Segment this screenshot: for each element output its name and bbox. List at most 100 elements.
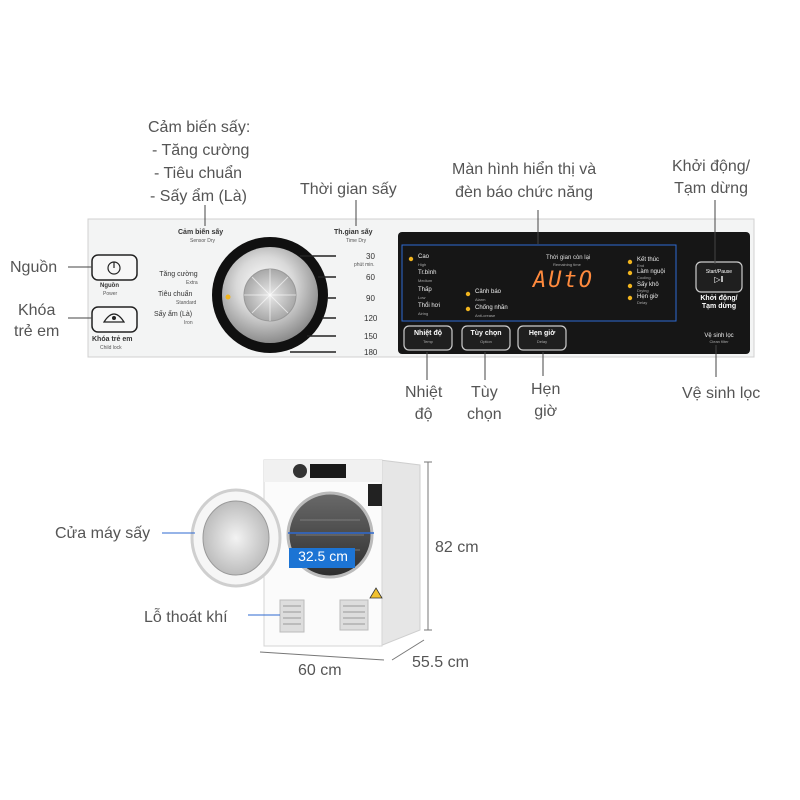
vent-callout: Lỗ thoát khí [144,609,228,626]
clean-filter-label-vi: Vệ sinh lọc [704,333,734,339]
start-button-label: Start/Pause ▷‖ [696,268,742,284]
vent-left [279,599,305,633]
delay-callout-line1: Hẹn [531,381,561,398]
option-indicator: Cảnh báo Alarm [475,289,501,303]
temp-button-label: Nhiệt độ Temp [404,330,452,346]
display-callout: Màn hình hiển thị và đèn báo chức năng [452,158,596,204]
display-area [398,232,750,354]
dryer-side [379,459,421,647]
child-lock-callout-line2: trẻ em [14,323,60,340]
start-callout-line1: Khởi động/ [672,158,751,175]
panel-child-label: Khóa trẻ em [92,336,133,343]
delay-callout: Hẹn giờ [531,379,560,423]
option-callout-line1: Tùy [471,384,498,401]
power-callout: Nguồn [10,259,58,276]
mode-label-vi: Tiêu chuẩn [158,291,193,298]
status-indicator-en: Drying [637,288,649,293]
panel-time-label: Th.gian sấy [334,229,373,236]
time-label: 180 [364,348,378,357]
depth-label: 55.5 cm [412,654,469,671]
option-button-label: Tùy chọn Option [462,330,510,346]
control-panel-diagram [68,200,755,380]
option-callout: Tùy chọn [467,382,502,426]
status-indicator: Kết thúc End [637,257,659,269]
temp-indicator-en: Airing [418,311,429,316]
panel-sensor-label-en: Sensor Dry [190,238,216,244]
mode-label-en: Standard [176,300,197,306]
status-indicator: Hẹn giờ Delay [637,294,658,306]
start-callout-line2: Tạm dừng [674,180,748,197]
display-callout-line2: đèn báo chức năng [455,184,594,201]
door-diameter-box [289,548,355,568]
option-button [461,325,511,351]
time-label: 120 [364,314,378,323]
temp-callout: Nhiệt độ [405,382,442,426]
status-indicator-en: End [637,263,645,268]
option-button-label-en: Option [480,339,492,344]
panel-time-label-en: Time Dry [346,238,367,244]
child-lock-callout: Khóa trẻ em [14,300,59,342]
time-dry-callout: Thời gian sấy [300,181,397,198]
display-header: Thời gian còn lại [546,255,591,261]
sensor-callout-item: - Sấy ẩm (Là) [150,188,247,205]
temp-indicator-en: Low [418,295,426,300]
delay-callout-line2: giờ [534,403,558,420]
mode-label-vi: Tăng cường [159,271,198,278]
mode-label-vi: Sấy ẩm (Là) [154,311,193,318]
temp-indicator-en: Medium [418,278,433,283]
height-label: 82 cm [435,539,479,556]
option-indicator: Chống nhăn Anti-crease [475,305,508,319]
display-inner-frame [401,244,677,322]
clean-filter-label: Vệ sinh lọc Clean filter [692,333,746,345]
time-label: 60 [366,273,375,282]
delay-button-label: Hẹn giờ Delay [518,330,566,346]
width-label: 60 cm [298,662,342,679]
status-indicator-en: Delay [637,300,648,305]
dryer-illustration [162,459,432,661]
sensor-callout-item: - Tăng cường [152,142,250,159]
temp-indicator: Thấp Low [418,287,432,301]
temp-indicator: Tr.bình Medium [418,270,436,284]
status-indicator-vi: Hẹn giờ [637,294,659,300]
status-indicator: Sấy khô Drying [637,282,659,294]
temp-callout-line2: độ [414,406,433,423]
time-label: 90 [366,294,375,303]
child-lock-callout-line1: Khóa [17,302,56,319]
time-label: 30 [366,252,375,261]
delay-button-label-vi: Hẹn giờ [528,330,556,337]
start-button-label-en: Start/Pause [705,269,733,275]
temp-button-label-en: Temp [423,339,433,344]
mode-label-en: Iron [184,320,193,326]
temp-indicator-vi: Tr.bình [418,270,437,276]
mode-label-en: Extra [186,280,198,286]
temp-indicator: Thổi hơi Airing [418,303,440,317]
display-callout-line1: Màn hình hiển thị và [452,161,597,178]
temp-callout-line1: Nhiệt [405,384,443,401]
delay-button-label-en: Delay [536,339,548,344]
mode-label: Tiêu chuẩn Standard [158,291,196,307]
clean-filter-label-en: Clean filter [709,339,729,344]
start-pause-button [695,261,743,293]
temp-indicator: Cao High [418,254,429,268]
start-panel-label: Khởi động/ Tạm dừng [696,295,742,311]
start-panel-label-line1: Khởi động/ [700,295,738,302]
time-unit-label: phút min. [354,262,375,268]
sensor-callout: Cảm biến sấy: - Tăng cường - Tiêu chuẩn … [148,116,250,208]
option-indicator-vi: Chống nhăn [475,305,508,311]
status-indicator-vi: Làm nguội [637,269,666,275]
mode-label: Sấy ẩm (Là) Iron [154,311,193,327]
status-indicator-vi: Kết thúc [637,257,660,263]
delay-button [517,325,567,351]
option-indicator-en: Anti-crease [475,313,496,318]
vent-right [339,599,369,631]
start-panel-label-line2: Tạm dừng [701,303,737,310]
option-indicator-vi: Cảnh báo [475,289,502,295]
display-header-en: Remaining time [553,262,581,267]
temp-indicator-en: High [418,262,427,267]
temp-indicator-vi: Thấp [418,287,432,293]
play-pause-icon: ▷‖ [714,275,724,284]
door-callout: Cửa máy sấy [55,525,151,542]
panel-power-label-en: Power [103,291,118,297]
option-indicator-en: Alarm [475,297,486,302]
temp-button [403,325,453,351]
